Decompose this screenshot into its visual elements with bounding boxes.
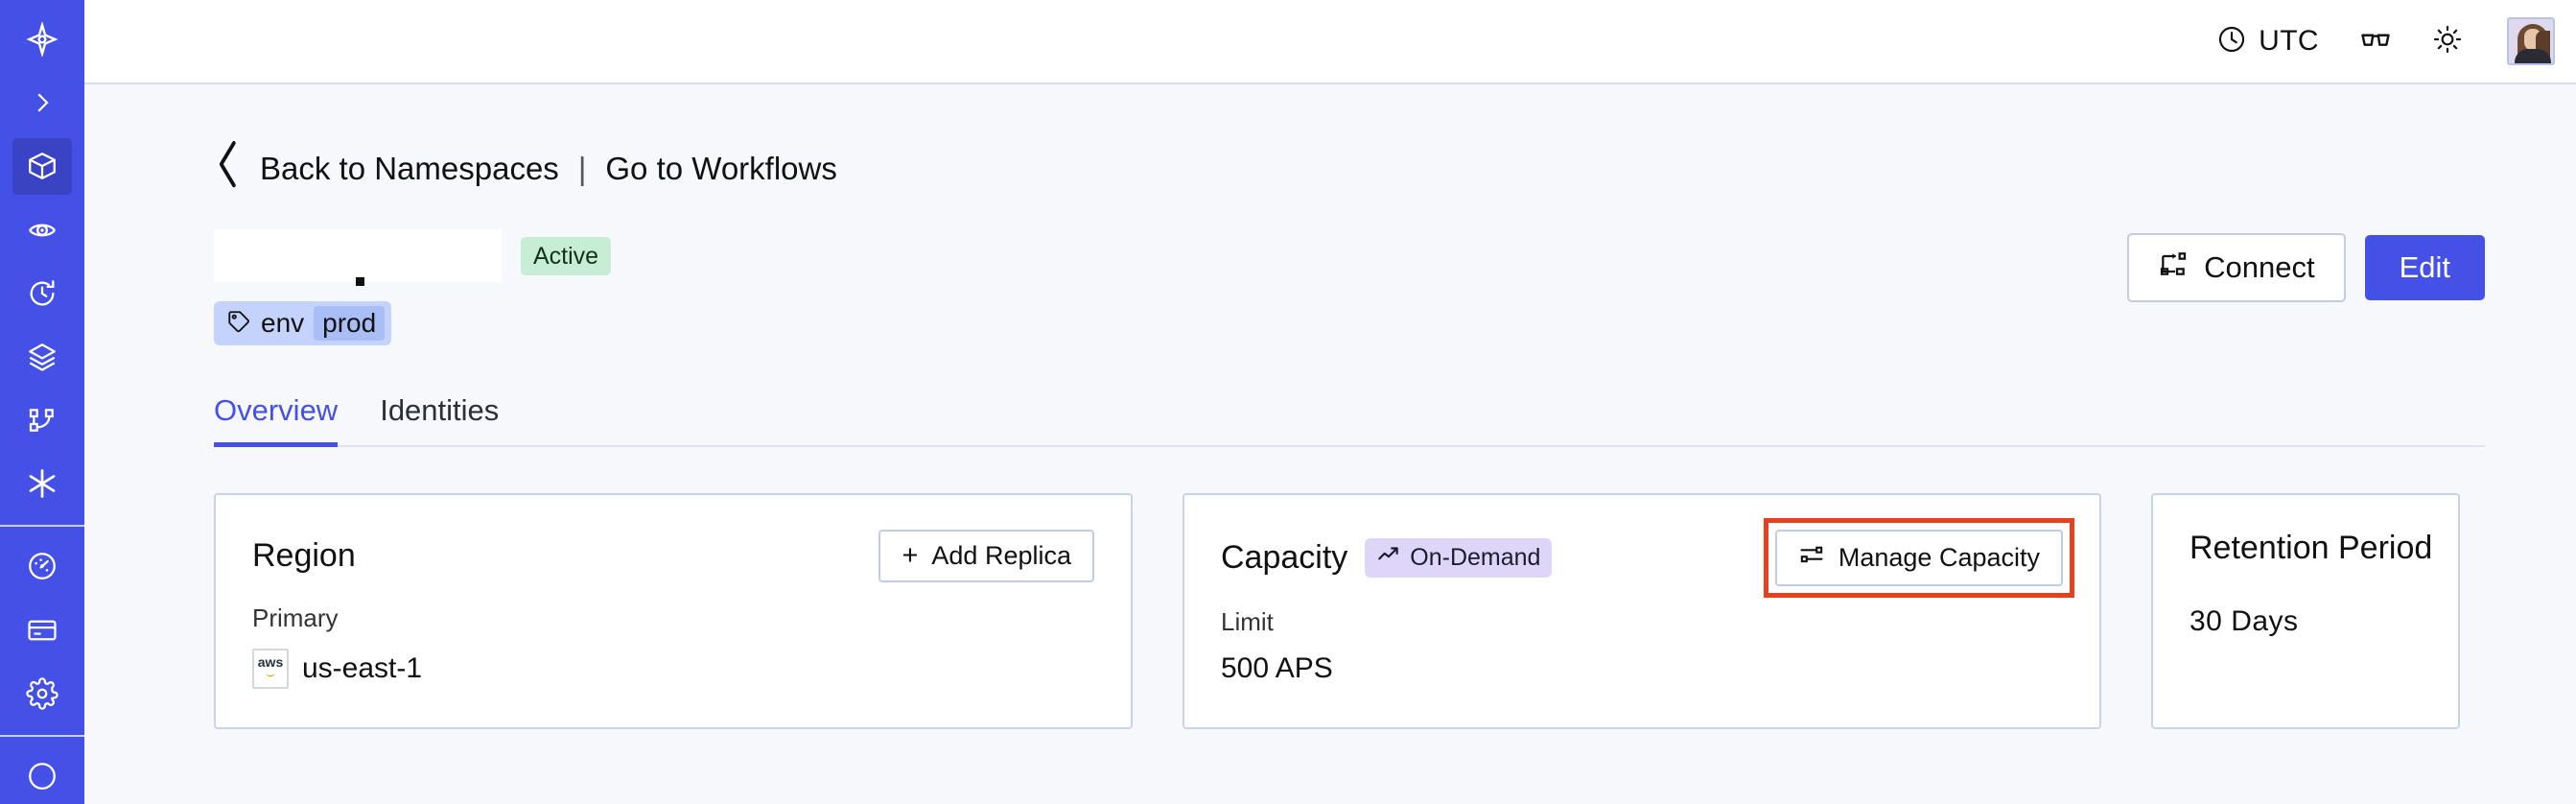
- tag-icon: [226, 309, 251, 339]
- page-title: [214, 229, 502, 286]
- aws-logo-text: aws: [257, 654, 284, 670]
- asterisk-icon: [25, 466, 59, 501]
- manage-capacity-highlight: Manage Capacity: [1763, 518, 2075, 598]
- add-replica-button[interactable]: + Add Replica: [878, 530, 1094, 582]
- clock-icon: [2216, 24, 2247, 59]
- sliders-icon: [1798, 541, 1825, 575]
- help-circle-icon: [26, 760, 59, 792]
- manage-capacity-button[interactable]: Manage Capacity: [1774, 530, 2063, 586]
- sidebar-item-help[interactable]: [12, 748, 72, 804]
- sidebar-divider-2: [0, 734, 84, 737]
- sun-icon: [2432, 24, 2463, 59]
- tag-key: env: [261, 308, 305, 338]
- plus-icon: +: [902, 540, 919, 571]
- sitemap-icon: [27, 405, 58, 436]
- back-to-namespaces-link[interactable]: Back to Namespaces: [260, 150, 559, 186]
- capacity-value: 500 APS: [1221, 652, 1333, 684]
- content-inner: Back to Namespaces | Go to Workflows Act…: [84, 84, 2576, 729]
- connect-flow-icon: [2158, 248, 2189, 287]
- sidebar-item-expand[interactable]: [12, 75, 72, 130]
- chevron-right-icon: [28, 88, 57, 117]
- reader-mode-button[interactable]: [2346, 15, 2405, 68]
- tab-underline: [214, 445, 2485, 447]
- main-area: UTC: [84, 0, 2576, 804]
- on-demand-label: On-Demand: [1410, 544, 1541, 571]
- topbar-actions: UTC: [2203, 15, 2555, 68]
- edit-label: Edit: [2399, 250, 2450, 284]
- region-primary-label: Primary: [252, 603, 339, 632]
- tab-identities[interactable]: Identities: [380, 393, 499, 447]
- tab-bar: Overview Identities: [214, 393, 2485, 447]
- aws-logo-icon: aws ⌣: [252, 649, 289, 689]
- namespace-header-left: Active env prod: [214, 229, 612, 345]
- cube-icon: [26, 150, 59, 182]
- tab-identities-label: Identities: [380, 393, 500, 427]
- temporal-logo-icon: [25, 22, 59, 58]
- content-area: Back to Namespaces | Go to Workflows Act…: [84, 84, 2576, 804]
- back-chevron-icon[interactable]: [214, 138, 243, 200]
- sidebar-item-billing[interactable]: [12, 603, 72, 658]
- region-card: Region + Add Replica Primary aws ⌣: [214, 493, 1133, 729]
- go-to-workflows-link[interactable]: Go to Workflows: [605, 150, 837, 186]
- eye-icon: [26, 214, 59, 247]
- timezone-selector[interactable]: UTC: [2203, 16, 2332, 67]
- on-demand-badge: On-Demand: [1365, 538, 1553, 578]
- sidebar-item-settings[interactable]: [12, 666, 72, 721]
- region-card-header: Region + Add Replica: [252, 530, 1094, 582]
- top-bar: UTC: [84, 0, 2576, 84]
- region-value: us-east-1: [302, 652, 423, 684]
- capacity-card: Capacity On-Demand: [1183, 493, 2101, 729]
- region-value-row: aws ⌣ us-east-1: [252, 649, 1094, 689]
- retention-card: Retention Period 30 Days: [2151, 493, 2460, 729]
- avatar[interactable]: [2507, 17, 2555, 65]
- breadcrumb: Back to Namespaces | Go to Workflows: [214, 84, 2485, 193]
- namespace-header: Active env prod: [214, 229, 2485, 345]
- sidebar-item-namespaces[interactable]: [12, 138, 72, 195]
- left-sidebar: [0, 0, 84, 804]
- sidebar-item-logo[interactable]: [12, 12, 72, 67]
- sidebar-item-nexus[interactable]: [12, 456, 72, 511]
- capacity-card-title: Capacity: [1221, 539, 1348, 576]
- breadcrumb-separator: |: [577, 150, 587, 186]
- namespace-tag[interactable]: env prod: [214, 301, 392, 345]
- gauge-icon: [26, 550, 59, 582]
- retention-value: 30 Days: [2190, 605, 2299, 637]
- tag-value: prod: [314, 306, 386, 341]
- namespace-title-line: Active: [214, 229, 612, 286]
- retention-card-header: Retention Period: [2190, 530, 2435, 567]
- capacity-limit-label: Limit: [1221, 607, 1274, 636]
- edit-button[interactable]: Edit: [2364, 235, 2485, 300]
- namespace-actions: Connect Edit: [2127, 229, 2485, 302]
- add-replica-label: Add Replica: [931, 541, 1071, 570]
- sidebar-item-schedules[interactable]: [12, 266, 72, 321]
- status-badge: Active: [521, 236, 612, 275]
- clock-history-icon: [26, 277, 59, 310]
- theme-toggle-button[interactable]: [2419, 16, 2476, 67]
- timezone-label: UTC: [2259, 25, 2319, 57]
- region-card-title: Region: [252, 537, 356, 574]
- connect-label: Connect: [2204, 250, 2315, 284]
- sidebar-item-observability[interactable]: [12, 202, 72, 258]
- tab-overview[interactable]: Overview: [214, 393, 338, 447]
- connect-button[interactable]: Connect: [2127, 233, 2346, 302]
- sidebar-item-usage[interactable]: [12, 538, 72, 594]
- sidebar-item-workflows[interactable]: [12, 392, 72, 448]
- glasses-icon: [2359, 23, 2392, 60]
- tab-overview-label: Overview: [214, 393, 339, 427]
- manage-capacity-label: Manage Capacity: [1838, 543, 2040, 572]
- sidebar-divider-1: [0, 525, 84, 528]
- overview-cards: Region + Add Replica Primary aws ⌣: [214, 493, 2485, 729]
- layers-icon: [26, 341, 59, 373]
- capacity-card-header: Capacity On-Demand: [1221, 518, 2075, 598]
- retention-card-title: Retention Period: [2190, 530, 2433, 566]
- trending-up-icon: [1376, 542, 1401, 574]
- gear-icon: [26, 677, 59, 710]
- credit-card-icon: [26, 614, 59, 647]
- sidebar-item-layers[interactable]: [12, 329, 72, 385]
